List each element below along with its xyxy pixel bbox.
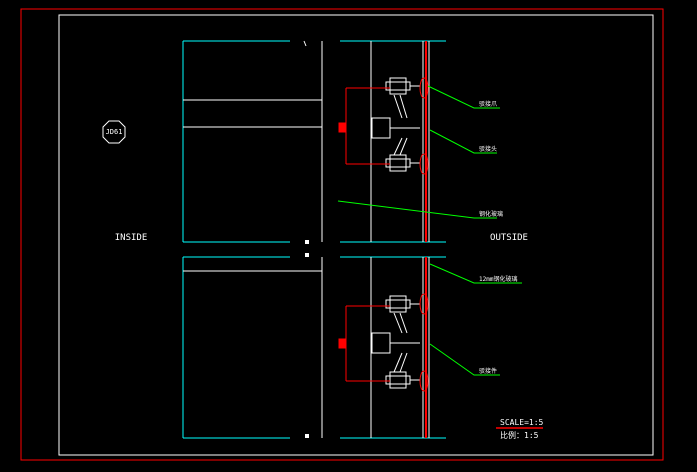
glass-pane-lower [422, 257, 430, 438]
scale-block: SCALE=1:5 比例：1:5 [496, 418, 544, 440]
section-tag-text: JD61 [106, 128, 123, 136]
glass-pane-upper [422, 41, 430, 242]
upper-structure [182, 40, 446, 243]
lower-beam [183, 257, 372, 438]
section-tag-octagon [102, 120, 126, 144]
callout-c4: 12mm钢化玻璃 [479, 275, 517, 283]
inner-border [58, 14, 654, 456]
upper-dimension [338, 87, 390, 165]
lower-spider-fitting [371, 293, 429, 392]
scale-en: SCALE=1:5 [500, 418, 544, 427]
outside-label: OUTSIDE [490, 233, 528, 243]
section-tag: JD61 [102, 120, 126, 144]
lower-structure [182, 256, 446, 439]
leader-lines [337, 85, 522, 376]
inside-label: INSIDE [115, 233, 148, 243]
leader-c2 [429, 129, 497, 154]
upper-beam [183, 40, 372, 242]
panel-joint-markers [305, 240, 309, 438]
leader-c3 [337, 200, 497, 219]
callout-c1: 驳接爪 [479, 100, 497, 108]
lower-dimension [338, 305, 390, 382]
leader-c5 [429, 343, 500, 376]
leader-c4 [429, 263, 522, 284]
callout-c3: 钢化玻璃 [479, 210, 503, 218]
callout-c5: 驳接件 [479, 367, 497, 375]
scale-cn: 比例：1:5 [500, 430, 539, 440]
upper-spider-fitting [371, 77, 429, 175]
callout-c2: 驳接头 [479, 145, 497, 153]
leader-c1 [427, 85, 500, 109]
outer-border [20, 8, 664, 461]
